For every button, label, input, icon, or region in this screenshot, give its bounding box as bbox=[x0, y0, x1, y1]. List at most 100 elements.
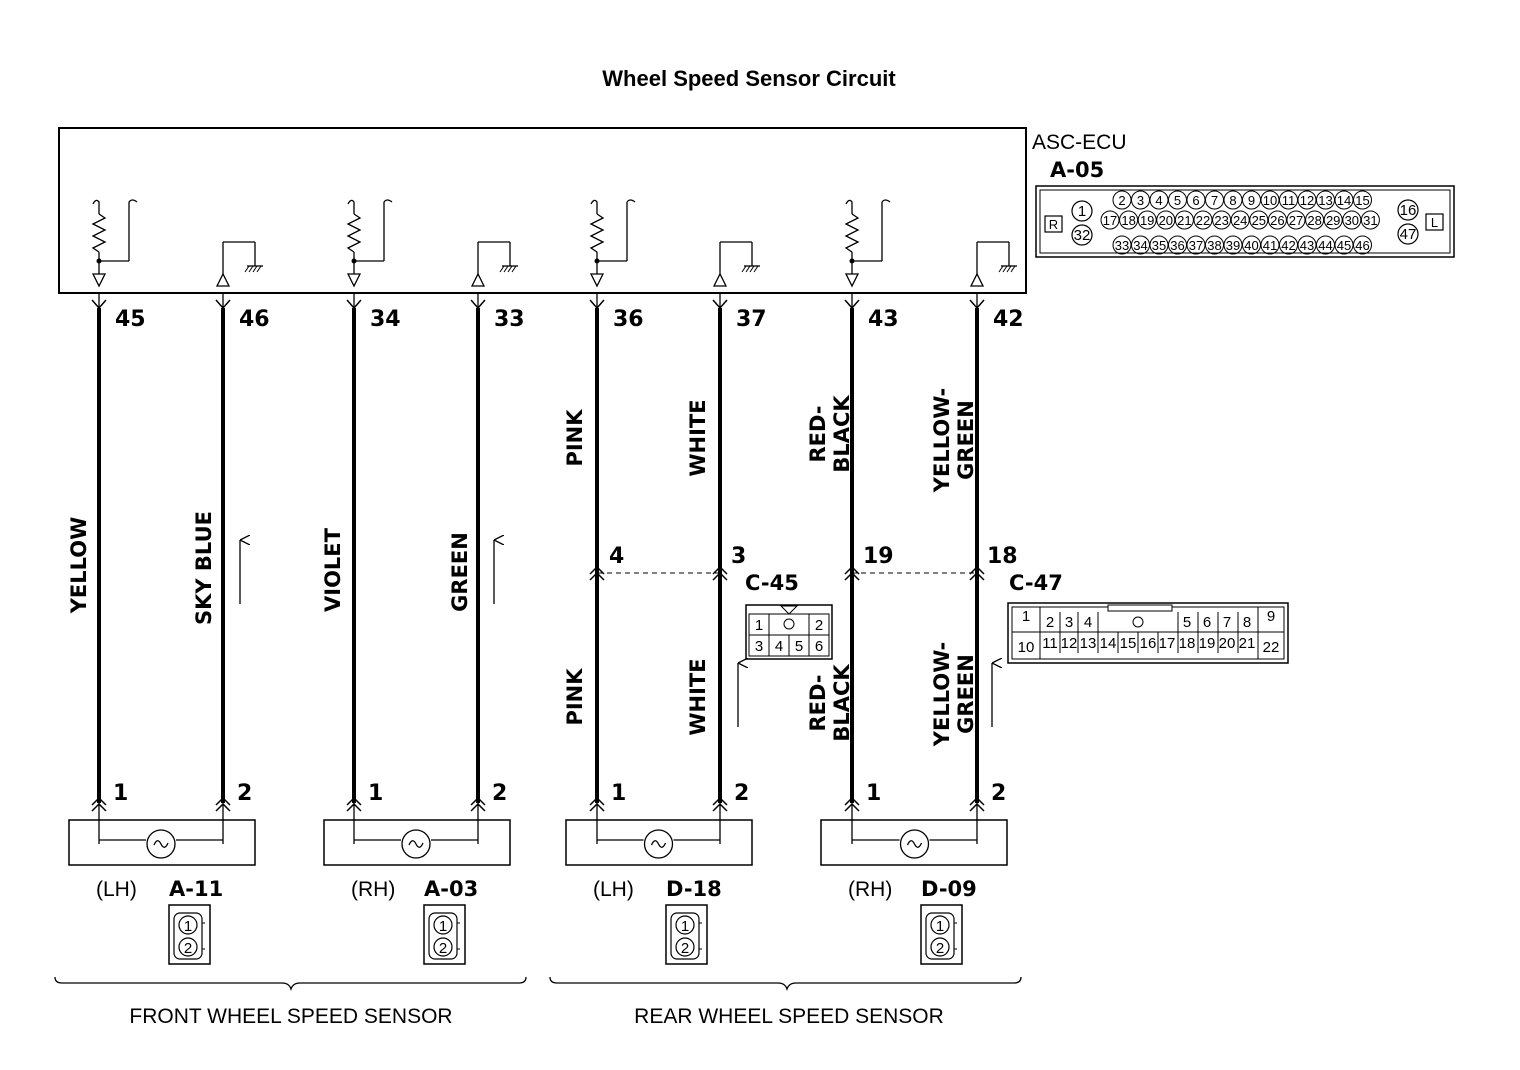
sensor-connector-id: A-03 bbox=[424, 877, 478, 901]
tap-lead bbox=[383, 199, 393, 203]
ecu-pin-label: 42 bbox=[993, 307, 1024, 332]
sensor-face-pin: 1 bbox=[681, 918, 689, 935]
sensor-pin-mark bbox=[969, 796, 985, 806]
ecu-face-pin: 43 bbox=[1300, 238, 1314, 253]
sensor-face-pin: 2 bbox=[184, 940, 192, 957]
ecu-face-pin: 16 bbox=[1400, 202, 1417, 219]
sensor-pin-label: 2 bbox=[237, 781, 252, 806]
ground-hatch bbox=[1006, 265, 1012, 273]
down-arrow-icon bbox=[91, 273, 107, 288]
resistor-icon bbox=[589, 213, 605, 253]
c45-face-pin: 6 bbox=[815, 638, 823, 655]
sine-wave-icon bbox=[408, 840, 424, 848]
ecu-face-pin-circle bbox=[1174, 210, 1194, 230]
c47-face-pin: 5 bbox=[1183, 614, 1191, 631]
c47-face-pin: 3 bbox=[1065, 614, 1073, 631]
sensor-connector-face bbox=[423, 904, 466, 965]
c47-pin-label: 19 bbox=[863, 544, 894, 569]
ground-hatch bbox=[244, 265, 250, 273]
wire-color-label: YELLOW- bbox=[930, 388, 954, 493]
ground-hatch bbox=[741, 265, 747, 273]
ecu-face-pin: 12 bbox=[1300, 193, 1314, 208]
up-arrow-icon bbox=[712, 272, 728, 287]
sensor-pin-label: 2 bbox=[734, 781, 749, 806]
input-lead bbox=[590, 199, 598, 214]
sensor-pin-mark bbox=[215, 796, 231, 806]
c47-face-pin: 2 bbox=[1046, 614, 1054, 631]
wire-color-label: BLACK bbox=[830, 664, 854, 742]
sensor-face-pin-circle bbox=[433, 937, 453, 957]
ecu-face-pin: 36 bbox=[1170, 238, 1184, 253]
c47-face-pin: 7 bbox=[1223, 614, 1231, 631]
ecu-face-pin: 19 bbox=[1140, 213, 1154, 228]
ecu-face-pin: 14 bbox=[1337, 193, 1351, 208]
ecu-pin-label: 43 bbox=[868, 307, 899, 332]
sensor-connector-face bbox=[925, 912, 955, 960]
ecu-face-pin: 30 bbox=[1345, 213, 1359, 228]
sensor-face-pin-circle bbox=[675, 937, 695, 957]
ecu-face-pin-circle bbox=[1100, 210, 1120, 230]
ecu-face-pin: 25 bbox=[1252, 213, 1266, 228]
sensor-connector-face bbox=[168, 904, 211, 965]
ecu-face-pin: 37 bbox=[1189, 238, 1203, 253]
ecu-face-pin: 3 bbox=[1137, 193, 1144, 208]
ecu-face-pin: 21 bbox=[1177, 213, 1191, 228]
wire-color-label: RED- bbox=[806, 405, 830, 462]
sensor-body bbox=[565, 819, 753, 866]
c45-face-pin: 5 bbox=[795, 638, 803, 655]
junction-pin-mark bbox=[712, 565, 728, 575]
ecu-face-pin: 38 bbox=[1207, 238, 1221, 253]
c45-connector-id: C-45 bbox=[745, 571, 799, 595]
ecu-face-pin: 20 bbox=[1159, 213, 1173, 228]
wire-color-label: YELLOW- bbox=[930, 642, 954, 747]
up-arrow-icon bbox=[969, 272, 985, 287]
c47-face-pin: 17 bbox=[1159, 635, 1176, 652]
sensor-connector-face bbox=[665, 904, 708, 965]
ground-hatch bbox=[503, 265, 509, 273]
resistor-icon bbox=[844, 213, 860, 253]
sensor-body bbox=[68, 819, 256, 866]
ecu-internal-circuits bbox=[91, 199, 1017, 288]
wire-color-label: VIOLET bbox=[321, 527, 345, 612]
c47-face-pin: 22 bbox=[1263, 639, 1280, 656]
ecu-face-pin: 47 bbox=[1400, 226, 1417, 243]
ecu-face-pin: 33 bbox=[1115, 238, 1129, 253]
sensor-face-pin-circle bbox=[178, 915, 198, 935]
ground-hatch bbox=[745, 265, 751, 273]
sensor-face-pin-circle bbox=[930, 915, 950, 935]
sensor-pin-label: 1 bbox=[611, 781, 626, 806]
ground-hatch bbox=[511, 265, 517, 273]
ac-generator-icon bbox=[401, 829, 431, 859]
down-arrow-icon bbox=[346, 273, 362, 288]
wire-color-label: WHITE bbox=[686, 658, 710, 735]
ecu-face-pin-circle bbox=[1286, 210, 1306, 230]
junction-pin-mark bbox=[589, 565, 605, 575]
ecu-face-pin: 45 bbox=[1337, 238, 1351, 253]
c47-face-pin: 9 bbox=[1267, 608, 1275, 625]
ground-hatch bbox=[1010, 265, 1016, 273]
sensor-side-label: (RH) bbox=[848, 878, 892, 901]
ecu-connector-id: A-05 bbox=[1050, 158, 1104, 182]
ecu-face-pin: 4 bbox=[1155, 193, 1162, 208]
ground-hatch bbox=[998, 265, 1004, 273]
ground-hatch bbox=[1002, 265, 1008, 273]
ecu-face-pin: 15 bbox=[1355, 193, 1369, 208]
front-group-label: FRONT WHEEL SPEED SENSOR bbox=[129, 1005, 452, 1028]
sensor-connector-face bbox=[173, 912, 203, 960]
ecu-face-pin: 34 bbox=[1133, 238, 1147, 253]
c45-face-pin: 2 bbox=[815, 617, 823, 634]
sensor-connector-face bbox=[428, 912, 458, 960]
c47-face-pin: 13 bbox=[1080, 635, 1097, 652]
ecu-face-pin-circle bbox=[1249, 210, 1269, 230]
ecu-face-pin: 29 bbox=[1326, 213, 1340, 228]
ecu-face-pin: 1 bbox=[1078, 203, 1086, 220]
wire-color-label: GREEN bbox=[954, 400, 978, 480]
ecu-pin-label: 46 bbox=[239, 307, 270, 332]
sensor-pin-mark bbox=[712, 796, 728, 806]
junction-pin-mark bbox=[969, 565, 985, 575]
c47-face-pin: 6 bbox=[1203, 614, 1211, 631]
sensor-pin-label: 1 bbox=[113, 781, 128, 806]
rear-group-label: REAR WHEEL SPEED SENSOR bbox=[634, 1005, 944, 1028]
